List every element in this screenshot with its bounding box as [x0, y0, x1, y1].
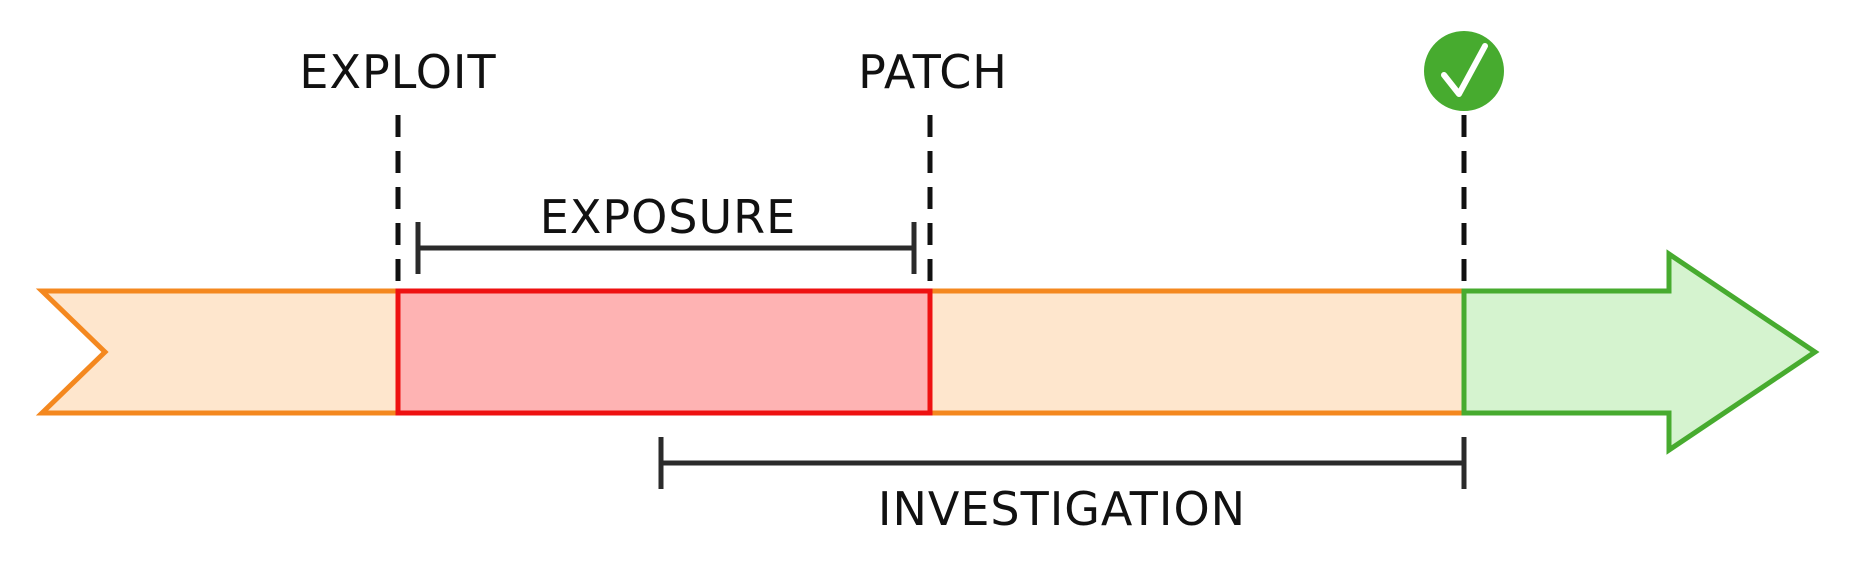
exploit-label: EXPLOIT [299, 45, 496, 99]
patch-label: PATCH [858, 45, 1008, 99]
investigation-span [658, 437, 1467, 489]
exposure-span [415, 222, 917, 274]
resolved-arrow [1461, 249, 1820, 455]
investigation-label: INVESTIGATION [878, 482, 1246, 536]
exposure-label: EXPOSURE [540, 190, 796, 244]
check-circle-icon [1424, 31, 1504, 111]
exposure-window [395, 288, 933, 416]
